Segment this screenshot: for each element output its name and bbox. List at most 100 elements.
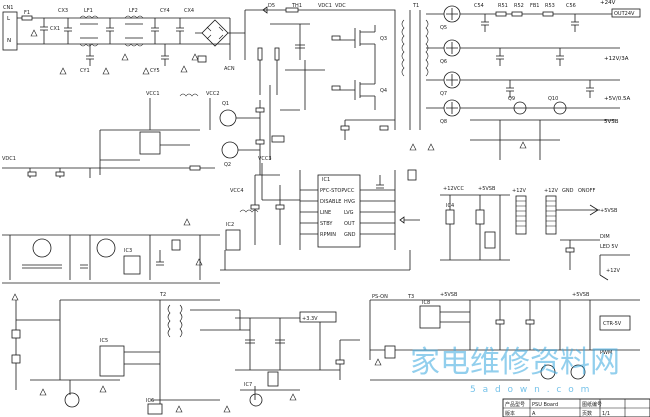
- svg-text:VDC: VDC: [335, 3, 346, 9]
- svg-text:PFC-STOP: PFC-STOP: [320, 188, 344, 194]
- svg-text:DIM: DIM: [600, 234, 610, 240]
- watermark-text: 家电维修资料网: [410, 345, 620, 380]
- svg-text:OUT24V: OUT24V: [614, 11, 635, 17]
- svg-text:+5VSB: +5VSB: [600, 208, 618, 214]
- svg-text:Q10: Q10: [548, 96, 558, 102]
- label-cx1: CX1: [50, 26, 60, 32]
- label-l: L: [7, 16, 11, 22]
- svg-text:HVG: HVG: [344, 199, 355, 205]
- svg-text:C56: C56: [566, 3, 576, 9]
- svg-text:CX4: CX4: [184, 8, 194, 14]
- transistor-q7-left: [96, 238, 116, 258]
- svg-text:页数: 页数: [582, 410, 592, 417]
- ac-input-section: L N CN1 F1 CX1 LF1 CX3 LF2 CY4: [2, 5, 230, 75]
- title-block: 产品型号 PSU Board 图纸编号 版本 A 页数 1/1: [502, 398, 650, 417]
- bridge-rectifier: ACN: [195, 18, 245, 72]
- svg-text:Q8: Q8: [440, 119, 447, 125]
- svg-text:PWM: PWM: [600, 350, 612, 356]
- svg-text:IC7: IC7: [244, 382, 252, 388]
- svg-text:VDC1: VDC1: [318, 3, 332, 9]
- bottom-right-section: +5VSB IC8 +5VSB CTR-5V PWM PS-ON T3: [369, 292, 640, 381]
- svg-text:IC3: IC3: [124, 248, 132, 254]
- svg-text:STBY: STBY: [320, 221, 333, 227]
- feedback-section: +12VCC +5VSB IC4 +12V +12V GND ONOFF +5V…: [440, 186, 630, 281]
- svg-text:A: A: [532, 411, 536, 417]
- svg-text:Q5: Q5: [440, 25, 447, 31]
- output-12v-label: +12V/3A: [604, 56, 629, 62]
- connector-cn1: [2, 11, 18, 51]
- svg-text:+5VSB: +5VSB: [572, 292, 590, 298]
- watermark: 家电维修资料网 5 a d o w n . c o m: [410, 345, 620, 395]
- svg-text:DISABLE: DISABLE: [320, 199, 341, 205]
- svg-text:R51: R51: [498, 3, 508, 9]
- svg-text:VCC2: VCC2: [206, 91, 220, 97]
- svg-text:FB1: FB1: [530, 3, 540, 9]
- svg-text:CY5: CY5: [150, 68, 160, 74]
- svg-text:VCC3: VCC3: [258, 156, 272, 162]
- svg-text:Q6: Q6: [440, 59, 447, 65]
- svg-text:D5: D5: [268, 3, 275, 9]
- ic1-body: [317, 174, 361, 248]
- bottom-left-section: IC5 T2 IC6: [11, 292, 250, 415]
- rectifier-q8: Q8: [440, 99, 461, 125]
- svg-text:IC8: IC8: [422, 300, 430, 306]
- svg-text:LED 5V: LED 5V: [600, 244, 619, 250]
- choke-lf1: LF1: [79, 8, 99, 47]
- connector-pins: [515, 195, 557, 235]
- output-section: T1 Q5 Q6 Q7 Q8 C54 R51 R52 FB1: [401, 0, 641, 160]
- choke-lf2: LF2: [124, 8, 144, 47]
- transistor-q6-left: [32, 238, 52, 258]
- output-5v-label: +5V/0.5A: [604, 96, 630, 102]
- svg-text:CTR-5V: CTR-5V: [603, 321, 622, 327]
- svg-text:1/1: 1/1: [602, 411, 610, 417]
- svg-text:RPMIN: RPMIN: [320, 232, 336, 238]
- svg-text:IC6: IC6: [146, 398, 154, 404]
- svg-text:Q2: Q2: [224, 162, 231, 168]
- svg-text:VDC1: VDC1: [2, 156, 16, 162]
- svg-text:+12VCC: +12VCC: [443, 186, 464, 192]
- label-f1: F1: [24, 10, 30, 16]
- svg-text:PSU Board: PSU Board: [532, 402, 558, 408]
- transistor-q9: Q9: [508, 96, 527, 115]
- svg-text:+5VSB: +5VSB: [478, 186, 496, 192]
- svg-text:CX3: CX3: [58, 8, 68, 14]
- svg-text:T2: T2: [159, 292, 166, 298]
- svg-text:+5VSB: +5VSB: [440, 292, 458, 298]
- svg-text:LVG: LVG: [344, 210, 354, 216]
- svg-text:Q9: Q9: [508, 96, 515, 102]
- svg-text:PS-ON: PS-ON: [372, 294, 388, 300]
- label-n: N: [7, 38, 11, 44]
- svg-text:+12V: +12V: [606, 268, 621, 274]
- svg-text:LINE: LINE: [320, 210, 331, 216]
- rectifier-q7: Q7: [440, 71, 461, 97]
- output-24v-label: +24V: [600, 0, 616, 6]
- svg-text:IC1: IC1: [322, 177, 330, 183]
- watermark-url: 5 a d o w n . c o m: [470, 385, 591, 395]
- svg-text:+12V: +12V: [512, 188, 527, 194]
- mosfet-q4: Q4: [354, 75, 387, 110]
- transistor-q1: Q1: [219, 101, 237, 127]
- standby-section: VCC1 VCC2 Q1 Q2 VDC1: [2, 85, 300, 178]
- svg-text:VCC: VCC: [344, 188, 355, 194]
- output-5vsb-label: 5VSB: [604, 119, 619, 125]
- svg-text:R52: R52: [514, 3, 524, 9]
- svg-text:Q7: Q7: [440, 91, 447, 97]
- pfc-section: D5 TH1 VDC1 VDC Q3 Q4: [244, 3, 396, 140]
- svg-text:VCC4: VCC4: [230, 188, 244, 194]
- svg-text:ACN: ACN: [224, 66, 235, 72]
- svg-text:T1: T1: [412, 3, 419, 9]
- left-drivers: IC3: [2, 218, 220, 284]
- svg-text:图纸编号: 图纸编号: [582, 401, 602, 408]
- transistor-q2: Q2: [221, 141, 239, 168]
- label-cn1: CN1: [3, 5, 13, 11]
- svg-text:CY4: CY4: [160, 8, 170, 14]
- rectifier-q6: Q6: [440, 39, 461, 65]
- svg-text:TH1: TH1: [291, 3, 302, 9]
- svg-text:GND: GND: [344, 232, 356, 238]
- svg-text:T3: T3: [407, 294, 414, 300]
- svg-text:Q4: Q4: [380, 88, 387, 94]
- svg-text:+3.3V: +3.3V: [302, 316, 318, 322]
- svg-text:C54: C54: [474, 3, 484, 9]
- svg-text:IC4: IC4: [446, 203, 454, 209]
